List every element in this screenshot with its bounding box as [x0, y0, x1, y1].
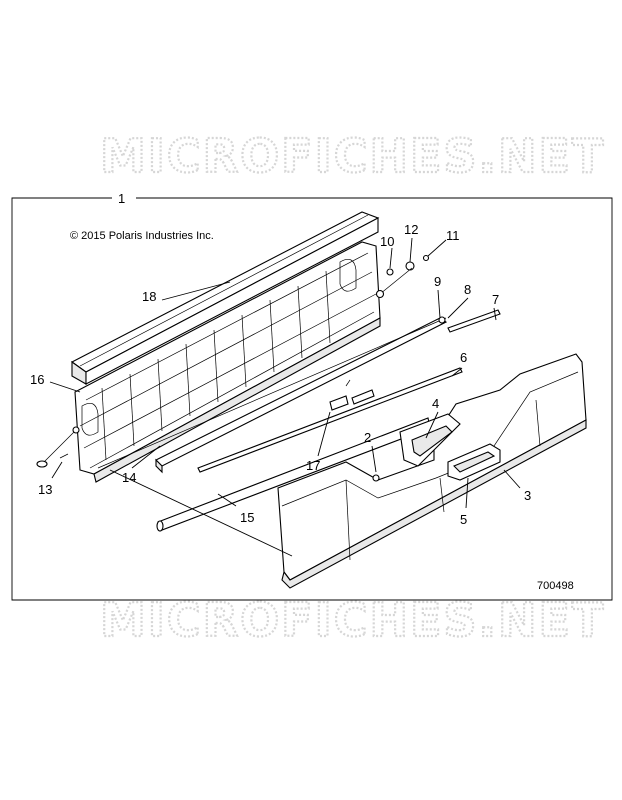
- callout-1: 1: [118, 191, 125, 206]
- diagram-number: 700498: [537, 580, 574, 592]
- callout-15: 15: [240, 510, 254, 525]
- callout-8: 8: [464, 282, 471, 297]
- callout-16: 16: [30, 372, 44, 387]
- watermark-bottom: MICROFICHES.NET: [100, 593, 605, 647]
- copyright-text: © 2015 Polaris Industries Inc.: [70, 230, 214, 242]
- part-13-strap: [36, 426, 80, 468]
- callout-18: 18: [142, 289, 156, 304]
- hardware-10-11-12: [375, 254, 430, 299]
- part-2-bolt: [372, 474, 380, 482]
- part-3-outer-panel: [277, 353, 587, 589]
- callout-13: 13: [38, 482, 52, 497]
- callout-7: 7: [492, 292, 499, 307]
- part-17-latch: [329, 379, 375, 411]
- callout-10: 10: [380, 234, 394, 249]
- part-16-inner-frame: [74, 241, 381, 483]
- part-8-seal-strip: [97, 316, 447, 469]
- watermark-top: MICROFICHES.NET: [100, 129, 605, 183]
- callout-3: 3: [524, 488, 531, 503]
- part-5-handle-bezel: [447, 443, 501, 481]
- callout-17: 17: [306, 458, 320, 473]
- leader-lines: [49, 237, 521, 557]
- callout-2: 2: [364, 430, 371, 445]
- part-6-tube: [197, 367, 463, 473]
- callout-14: 14: [122, 470, 136, 485]
- part-14-channel: [155, 317, 448, 474]
- callout-5: 5: [460, 512, 467, 527]
- callout-11: 11: [446, 228, 460, 243]
- callout-12: 12: [404, 222, 418, 237]
- callout-4: 4: [432, 396, 439, 411]
- part-18-tailgate-cap: [70, 211, 380, 385]
- assembly-frame: [11, 197, 613, 601]
- callout-6: 6: [460, 350, 467, 365]
- callout-9: 9: [434, 274, 441, 289]
- part-7-rod: [447, 309, 501, 333]
